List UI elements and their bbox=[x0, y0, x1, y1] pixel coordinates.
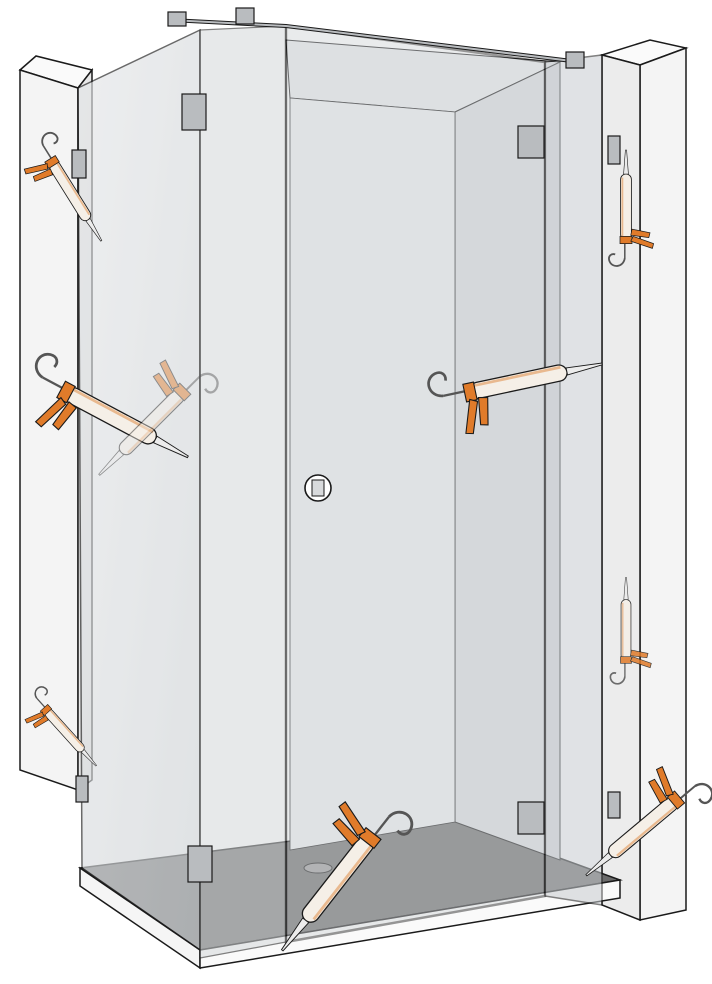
right-glass-panel bbox=[545, 55, 602, 905]
door-knob bbox=[305, 475, 331, 501]
right-wall bbox=[602, 40, 686, 920]
left-glass-panel bbox=[78, 30, 200, 950]
door-glass-panel bbox=[200, 26, 286, 958]
